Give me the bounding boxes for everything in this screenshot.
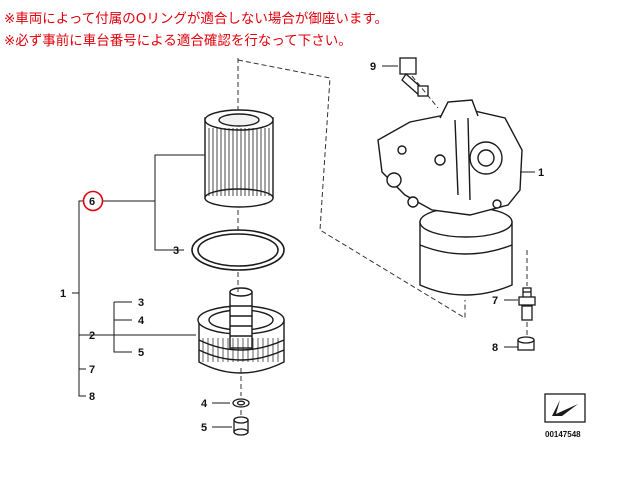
callout-5-mid: 5 xyxy=(138,347,144,359)
callout-leader-lines xyxy=(72,65,535,428)
callout-5-bottom: 5 xyxy=(201,422,207,434)
diagram-reference-icon xyxy=(544,393,586,423)
reference-number: 00147548 xyxy=(545,430,581,439)
callout-8-left: 8 xyxy=(89,391,95,403)
washer-and-plug-drawing xyxy=(232,398,250,436)
callout-9: 9 xyxy=(370,61,376,73)
filter-cap-drawing xyxy=(197,287,285,374)
callout-4-bottom: 4 xyxy=(201,398,208,410)
filter-element-drawing xyxy=(204,109,274,208)
callout-3-top: 3 xyxy=(173,245,179,257)
callout-3-mid: 3 xyxy=(138,297,144,309)
stud-and-nut-drawing xyxy=(517,287,536,351)
callout-6: 6 xyxy=(89,196,95,208)
assembly-dash-lines xyxy=(237,58,528,418)
note-line-1: ※車両によって付属のOリングが適合しない場合が御座います。 xyxy=(4,11,389,27)
highlight-circle xyxy=(82,190,104,212)
oil-filter-housing-drawing xyxy=(377,99,523,296)
callout-2: 2 xyxy=(89,330,95,342)
callout-7-left: 7 xyxy=(89,364,95,376)
callout-7-right: 7 xyxy=(492,295,498,307)
o-ring-drawing xyxy=(191,229,285,271)
callout-1-left: 1 xyxy=(60,288,66,300)
callout-8-right: 8 xyxy=(492,342,498,354)
fitment-notes: ※車両によって付属のOリングが適合しない場合が御座います。 ※必ず事前に車台番号… xyxy=(4,8,388,52)
note-line-2: ※必ず事前に車台番号による適合確認を行なって下さい。 xyxy=(4,33,352,49)
oil-pressure-sensor-drawing xyxy=(399,57,429,97)
callout-1-right: 1 xyxy=(538,167,544,179)
callout-4-mid: 4 xyxy=(138,315,145,327)
